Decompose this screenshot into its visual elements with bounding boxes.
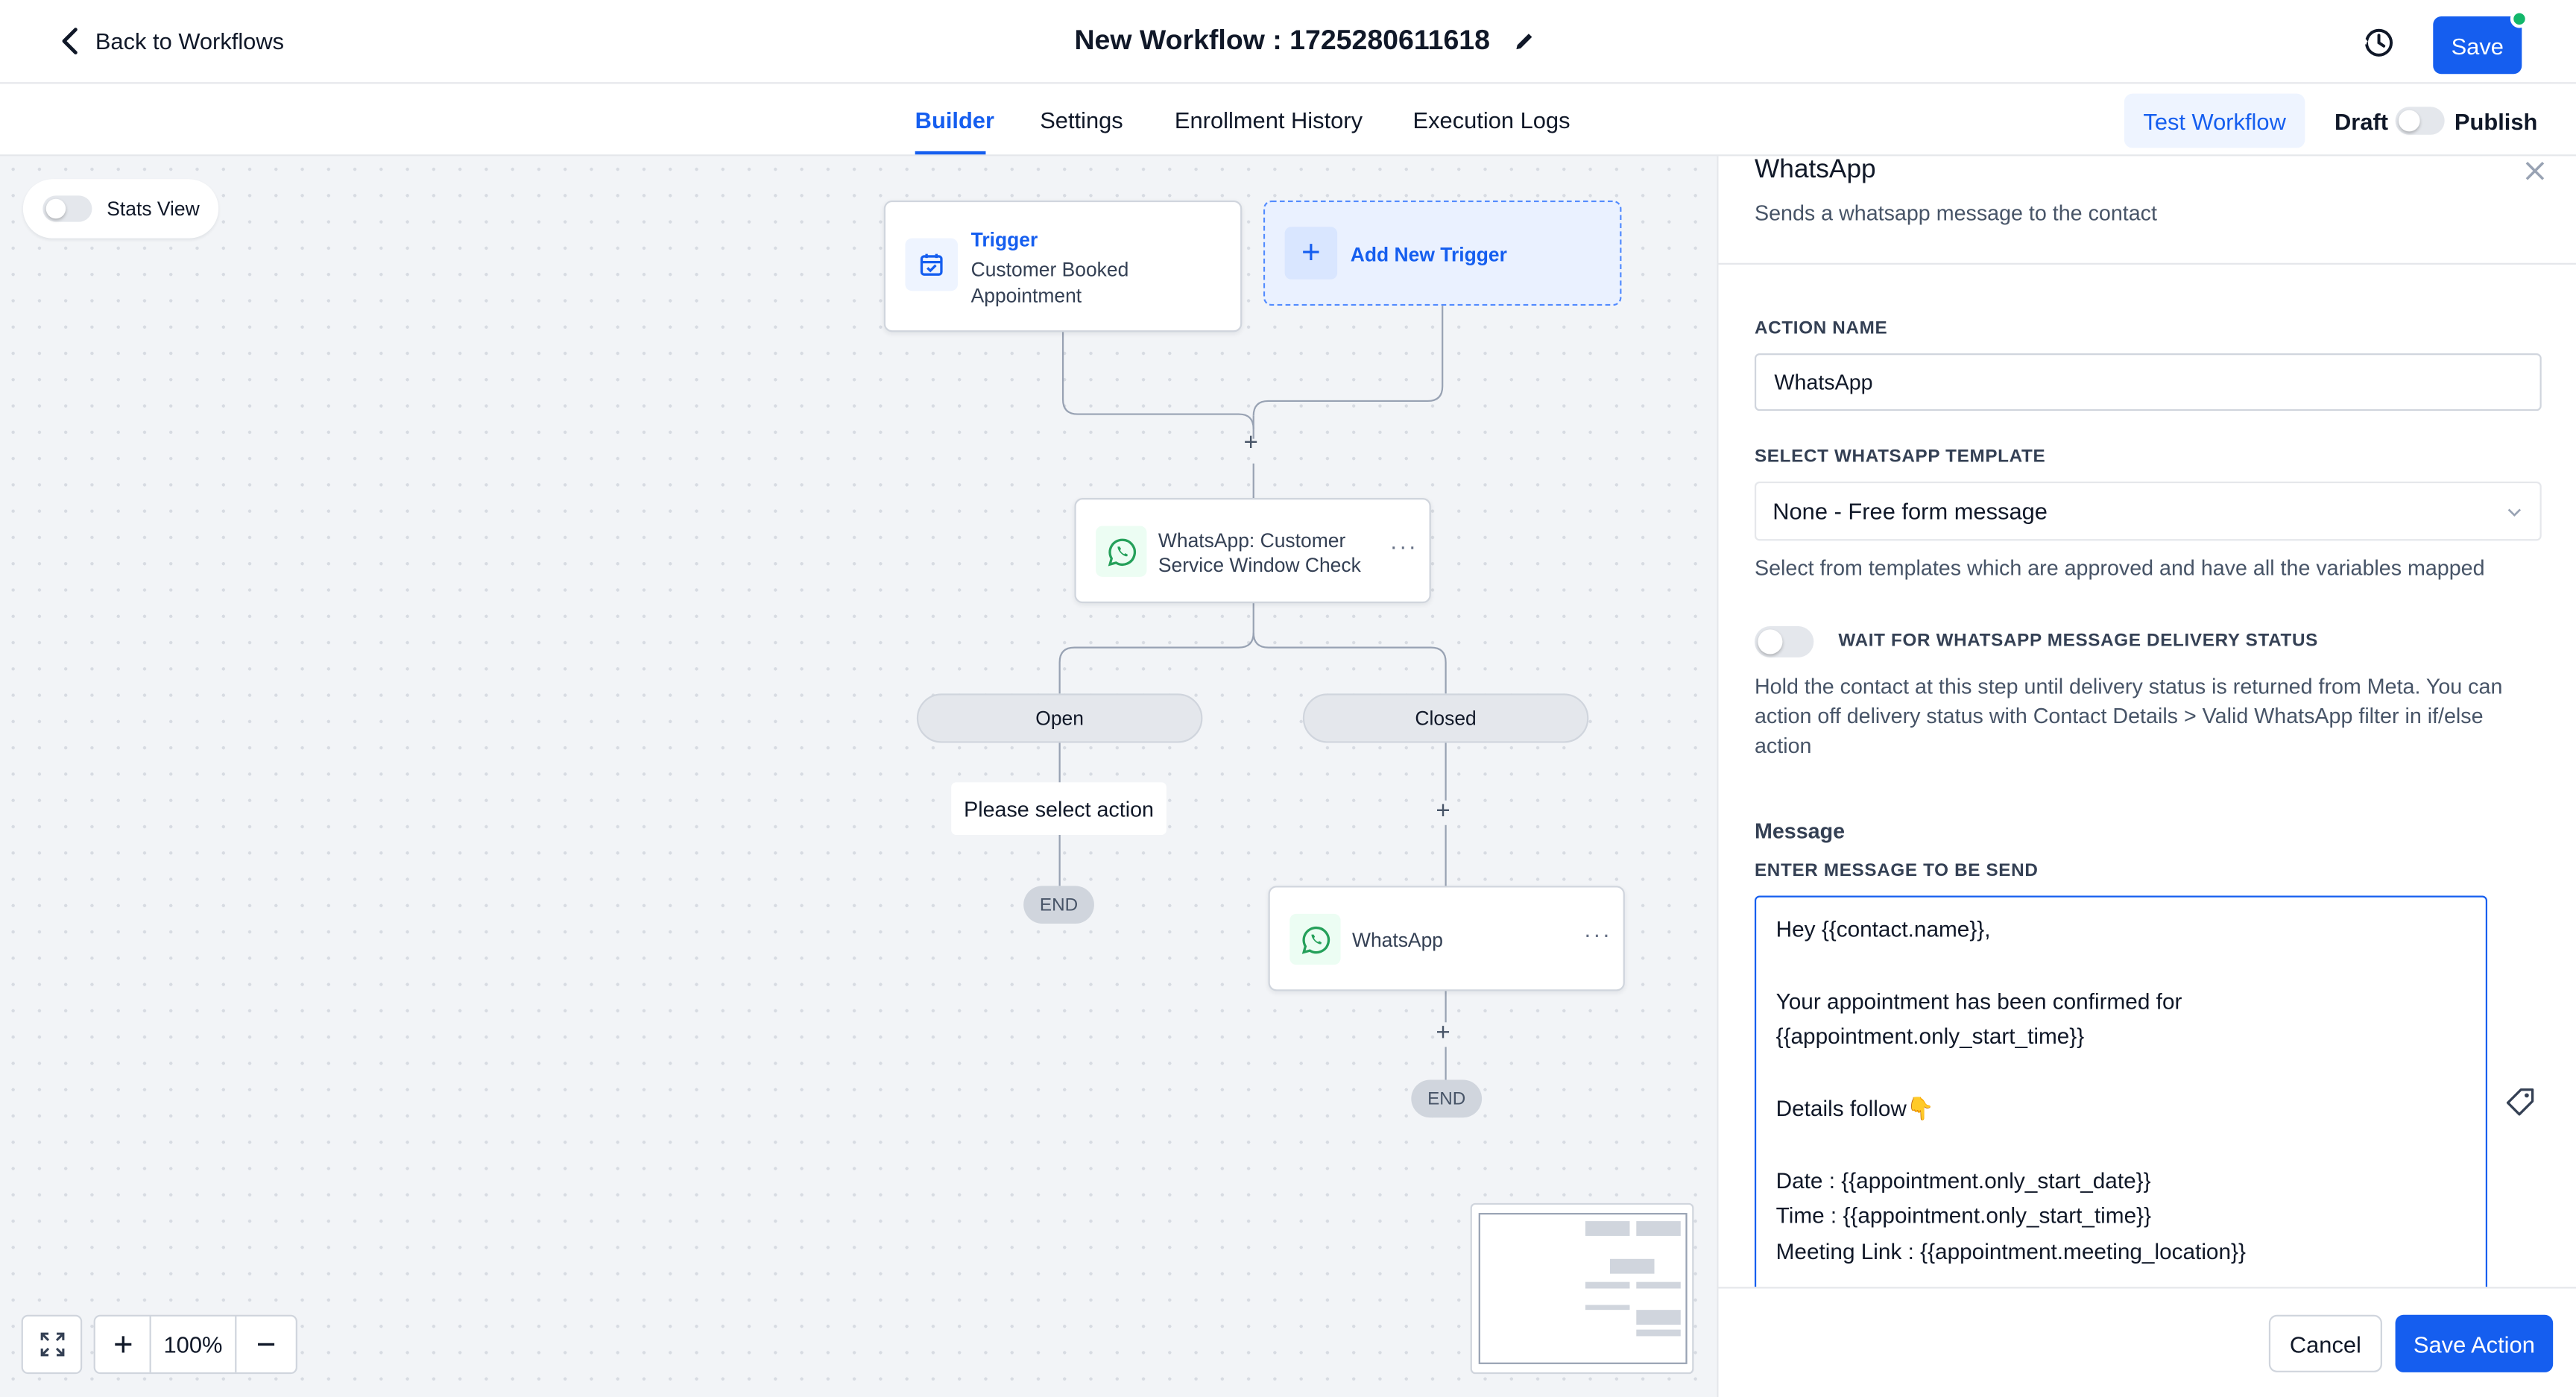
fit-view-button[interactable] [21,1314,83,1375]
tab-settings[interactable]: Settings [1040,107,1123,133]
action-name-label: ACTION NAME [1754,318,1888,339]
zoom-out-button[interactable] [236,1316,295,1372]
tab-enrollment-history[interactable]: Enrollment History [1174,107,1363,133]
save-button[interactable]: Save [2433,16,2522,75]
back-label: Back to Workflows [95,28,285,54]
whatsapp-action-node[interactable]: WhatsApp ··· [1268,886,1625,991]
wait-delivery-label: WAIT FOR WHATSAPP MESSAGE DELIVERY STATU… [1838,631,2319,652]
trigger-node[interactable]: Trigger Customer Booked Appointment [883,200,1243,332]
publish-label: Publish [2454,108,2538,135]
message-heading: Message [1754,818,1846,844]
template-selected-value: None - Free form message [1772,498,2048,525]
stats-toggle-switch[interactable] [42,195,92,222]
add-new-trigger-node[interactable]: + Add New Trigger [1263,200,1622,306]
add-new-trigger-label: Add New Trigger [1350,243,1507,267]
minimap-node [1636,1221,1681,1236]
plus-icon: + [1284,227,1338,280]
wait-delivery-toggle[interactable] [1754,625,1814,657]
tab-execution-logs[interactable]: Execution Logs [1412,107,1570,133]
tab-builder[interactable]: Builder [915,107,994,133]
more-dots-icon[interactable]: ··· [1583,920,1612,947]
stats-view-toggle[interactable]: Stats View [22,179,219,239]
stats-view-label: Stats View [107,197,200,221]
end-node: END [1023,886,1094,924]
test-workflow-button[interactable]: Test Workflow [2124,93,2305,148]
panel-description: Sends a whatsapp message to the contact [1754,200,2157,226]
plus-icon [114,1336,131,1353]
connector-lines [1058,306,1447,1080]
action-config-panel: WhatsApp Sends a whatsapp message to the… [1717,156,2576,1397]
trigger-subtitle: Customer Booked Appointment [970,258,1129,308]
panel-title: WhatsApp [1754,156,1876,184]
minimap-viewport [1478,1213,1688,1364]
back-to-workflows-link[interactable]: Back to Workflows [59,26,284,56]
add-step-plus-icon[interactable]: + [1436,797,1450,825]
panel-footer: Cancel Save Action [1718,1287,2576,1397]
wait-delivery-help-text: Hold the contact at this step until deli… [1754,673,2503,758]
save-action-button[interactable]: Save Action [2395,1314,2554,1372]
trigger-title: Trigger [970,228,1038,252]
message-textarea[interactable]: Hey {{contact.name}}, Your appointment h… [1754,895,2488,1307]
action-name-input[interactable]: WhatsApp [1754,353,2542,411]
draft-label: Draft [2334,108,2389,135]
branch-open[interactable]: Open [916,693,1203,743]
minimap-node [1636,1281,1681,1289]
whatsapp-window-check-label: WhatsApp: Customer Service Window Check [1158,529,1361,577]
template-select[interactable]: None - Free form message [1754,481,2542,541]
zoom-in-button[interactable] [95,1316,151,1372]
tag-icon[interactable] [2504,1086,2536,1119]
whatsapp-window-check-node[interactable]: WhatsApp: Customer Service Window Check … [1074,498,1431,604]
minimap-node [1585,1221,1630,1236]
minimap-node [1636,1329,1681,1337]
please-select-action[interactable]: Please select action [951,782,1167,835]
tabs-bar: Builder Settings Enrollment History Exec… [0,83,2576,157]
whatsapp-icon [1289,913,1341,965]
publish-toggle[interactable] [2395,107,2445,135]
close-icon[interactable] [2520,156,2550,186]
workflow-title: New Workflow : 1725280611618 [1074,25,1491,56]
cancel-button[interactable]: Cancel [2268,1314,2382,1372]
minus-icon [258,1343,275,1346]
more-dots-icon[interactable]: ··· [1389,532,1418,559]
add-step-plus-icon[interactable]: + [1436,1018,1450,1047]
minimap-node [1585,1281,1630,1289]
message-label: ENTER MESSAGE TO BE SEND [1754,861,2039,881]
template-help-text: Select from templates which are approved… [1754,555,2485,581]
top-bar: Back to Workflows New Workflow : 1725280… [0,0,2576,84]
zoom-level: 100% [151,1316,237,1372]
pencil-icon[interactable] [1513,30,1536,53]
fit-view-icon [40,1332,64,1357]
calendar-check-icon [905,238,958,291]
workflow-canvas[interactable]: Stats View Trigger Customer Booked Appoi… [0,156,1717,1397]
active-tab-indicator [915,151,986,155]
chevron-down-icon [2507,508,2522,517]
history-icon[interactable] [2362,26,2395,59]
minimap-node [1585,1305,1630,1311]
divider [1718,262,2576,265]
whatsapp-action-label: WhatsApp [1351,928,1443,952]
add-step-plus-icon[interactable]: + [1243,429,1258,457]
whatsapp-icon [1096,526,1147,577]
minimap-node [1636,1310,1681,1325]
template-label: SELECT WHATSAPP TEMPLATE [1754,447,2046,467]
branch-closed[interactable]: Closed [1302,693,1589,743]
unsaved-status-dot [2510,10,2529,28]
title-wrap: New Workflow : 1725280611618 [1074,25,1535,57]
zoom-controls: 100% [93,1314,297,1375]
minimap[interactable] [1470,1202,1694,1375]
end-node: END [1411,1079,1483,1118]
minimap-node [1610,1258,1655,1274]
chevron-left-icon [62,28,78,54]
